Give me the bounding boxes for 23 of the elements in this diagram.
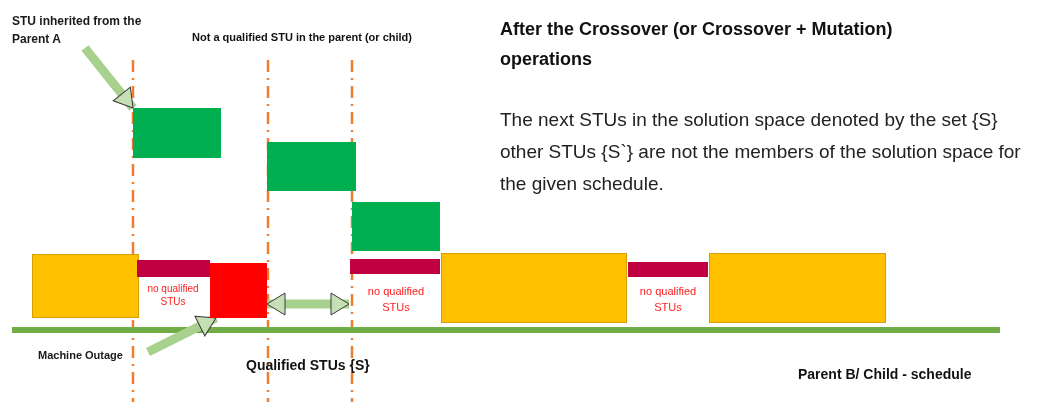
arrow	[146, 313, 218, 357]
arrow	[266, 292, 350, 316]
block	[210, 263, 267, 318]
axis-label: Parent B/ Child - schedule	[798, 365, 972, 384]
annotation: Not a qualified STU in the parent (or child)	[192, 30, 412, 44]
title: After the Crossover (or Crossover + Mutation) operations	[500, 18, 894, 71]
callout-text: STU inherited from the Parent A	[12, 12, 162, 48]
annotation: no qualified STUs	[638, 284, 698, 315]
bar	[628, 262, 708, 277]
block	[133, 108, 221, 158]
annotation: no qualified STUs	[146, 282, 200, 308]
arrow	[81, 45, 137, 111]
annotation: no qualified STUs	[366, 284, 426, 315]
block	[267, 142, 356, 191]
callout-text: Machine Outage	[38, 346, 148, 364]
bar	[350, 259, 440, 274]
block	[709, 253, 886, 323]
block	[352, 202, 440, 251]
axis-label: Qualified STUs {S}	[246, 356, 370, 375]
bar	[137, 260, 210, 277]
block	[32, 254, 139, 318]
description-text: The next STUs in the solution space denoted by the set {S} other STUs {S`} are not the members of the solution space for the given schedule.	[500, 108, 1022, 196]
block	[441, 253, 627, 323]
